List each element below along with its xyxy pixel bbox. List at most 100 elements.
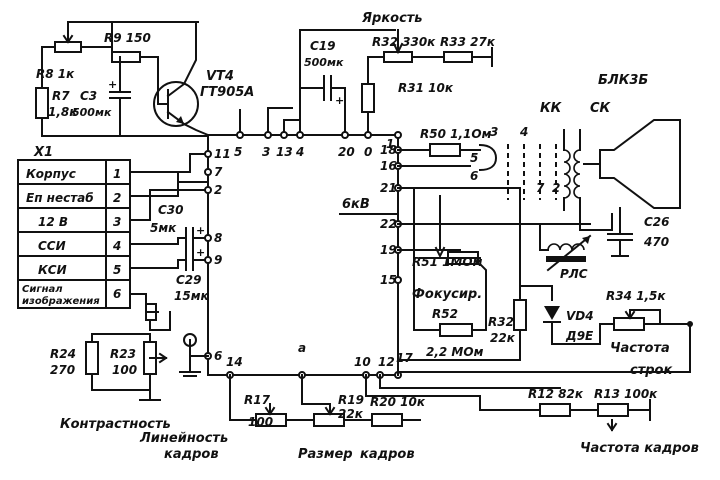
pin-label: 1 bbox=[386, 137, 394, 151]
board-left-pins: 11 7 2 + C30 5мк 8 + C29 15мк 9 6 bbox=[129, 147, 231, 363]
resistor-r12 bbox=[539, 403, 571, 417]
label-r51: R51 1МОм bbox=[412, 255, 483, 269]
label-r34: R34 1,5к bbox=[606, 289, 666, 303]
pin-label: 11 bbox=[214, 147, 231, 161]
resistor-r20 bbox=[371, 413, 403, 427]
pin-label: 6 bbox=[470, 169, 478, 183]
connector-row-label: КСИ bbox=[38, 263, 67, 277]
caption-brightness: Яркость bbox=[361, 11, 423, 26]
label-c29-value: 15мк bbox=[174, 289, 210, 303]
label-r9: R9 150 bbox=[104, 31, 151, 45]
power-stage: R8 1к R7 1,8к R9 150 + C3 500мк VT4 ГТ90… bbox=[35, 21, 254, 137]
pin-label: 21 bbox=[380, 181, 397, 195]
caption-focus: Фокусир. bbox=[412, 287, 482, 302]
board-top-pins: 5 3 13 4 20 0 1 bbox=[234, 131, 402, 159]
label-r52-value: 2,2 МОм bbox=[426, 345, 484, 359]
resistor-r33 bbox=[443, 51, 473, 63]
pin-label: 17 bbox=[396, 351, 413, 365]
label-c3-value: 500мк bbox=[72, 106, 112, 119]
caption-linearity: Линейность bbox=[139, 431, 228, 446]
label-c29: C29 bbox=[176, 273, 202, 287]
frame-controls: R17 100 R19 22к R20 10к R12 82к R13 100к… bbox=[139, 374, 699, 462]
caption-size-frames: кадров bbox=[360, 447, 415, 462]
resistor-r51 bbox=[447, 251, 479, 265]
focus-stage: R50 1,1Ом 3 5 6 R51 1МОм Фокусир. R52 2,… bbox=[397, 125, 693, 378]
label-r13: R13 100к bbox=[594, 387, 658, 401]
label-r19: R19 bbox=[338, 393, 364, 407]
label-c26: C26 bbox=[644, 215, 670, 229]
pin-label: 3 bbox=[490, 125, 498, 139]
label-r19-value: 22к bbox=[338, 407, 364, 421]
c30-plus: + bbox=[196, 224, 205, 237]
label-c19-value: 500мк bbox=[304, 56, 344, 69]
board-bottom-pins: 14 а 10 12 17 bbox=[226, 341, 413, 379]
c19-plus: + bbox=[335, 94, 344, 107]
pin-label: 22 bbox=[380, 217, 397, 231]
connector-row-label: 12 В bbox=[38, 215, 68, 229]
connector-row-label: Корпус bbox=[26, 167, 76, 181]
resistor-r24 bbox=[85, 341, 99, 375]
connector-pin-number: 5 bbox=[113, 263, 121, 277]
brightness-stage: Яркость + C19 500мк R32 330к R33 27к R31… bbox=[239, 11, 496, 136]
resistor-r7 bbox=[35, 87, 49, 119]
pin-label: 12 bbox=[378, 355, 395, 369]
board-right-pins: 18 16 21 22 19 15 6кВ bbox=[339, 143, 402, 287]
label-r17: R17 bbox=[244, 393, 271, 407]
label-r20: R20 10к bbox=[370, 395, 426, 409]
label-r8: R8 1к bbox=[36, 67, 75, 81]
label-vt4-type: ГТ905А bbox=[200, 85, 254, 100]
connector-row-label: изображения bbox=[22, 295, 100, 307]
connector-pin-number: 1 bbox=[113, 167, 121, 181]
label-r17-value: 100 bbox=[248, 415, 273, 429]
crt-tube bbox=[599, 119, 681, 209]
label-ck: СК bbox=[590, 101, 612, 116]
caption-line-frequency: Частота bbox=[610, 341, 670, 356]
caption-line-frequency-2: строк bbox=[630, 363, 673, 378]
resistor-r13 bbox=[597, 403, 629, 417]
label-r7: R7 bbox=[52, 89, 70, 103]
caption-contrast: Контрастность bbox=[60, 417, 171, 432]
caption-linearity-frames: кадров bbox=[164, 447, 219, 462]
connector-row-label: Eп нестаб bbox=[26, 191, 94, 205]
connector-pin-number: 4 bbox=[112, 239, 121, 253]
resistor-r9 bbox=[111, 51, 141, 63]
pin-label: а bbox=[298, 341, 306, 355]
label-r52: R52 bbox=[432, 307, 458, 321]
label-rls: РЛС bbox=[560, 267, 588, 281]
label-r31: R31 10к bbox=[398, 81, 454, 95]
connector-row-label: ССИ bbox=[38, 239, 66, 253]
resistor-r34 bbox=[613, 317, 645, 331]
board-outline bbox=[207, 134, 399, 376]
pin-label: 14 bbox=[226, 355, 243, 369]
pin-label: 10 bbox=[354, 355, 371, 369]
resistor-r32-bottom bbox=[513, 299, 527, 331]
label-vd4: VD4 bbox=[566, 309, 594, 323]
resistor-r31 bbox=[361, 83, 375, 113]
label-c3: C3 bbox=[80, 89, 97, 103]
label-kk: КК bbox=[540, 101, 563, 116]
label-r32-bottom: R32 bbox=[488, 315, 514, 329]
pin-label: 4 bbox=[519, 125, 528, 139]
caption-6kv: 6кВ bbox=[342, 197, 370, 212]
label-r7-value: 1,8к bbox=[48, 105, 78, 119]
label-c26-value: 470 bbox=[643, 235, 669, 249]
c29-plus: + bbox=[196, 246, 205, 259]
pin-label: 8 bbox=[214, 231, 222, 245]
pin-label: 5 bbox=[234, 145, 242, 159]
label-crt: БЛК3Б bbox=[598, 73, 648, 88]
pin-label: 18 bbox=[380, 143, 397, 157]
label-r24: R24 bbox=[50, 347, 76, 361]
connector-pin-number: 3 bbox=[113, 215, 121, 229]
label-r50: R50 1,1Ом bbox=[420, 127, 492, 141]
pin-label: 2 bbox=[214, 183, 222, 197]
pin-label: 2 bbox=[552, 181, 560, 195]
connector-x1: X1 Корпус Eп нестаб 12 В ССИ КСИ Сигнал … bbox=[17, 145, 131, 309]
pin-label: 20 bbox=[338, 145, 355, 159]
pin-label: 4 bbox=[295, 145, 304, 159]
pin-label: 0 bbox=[364, 145, 372, 159]
connector-pin-number: 2 bbox=[113, 191, 121, 205]
transistor-vt4 bbox=[153, 81, 199, 127]
label-r32-top: R32 330к bbox=[372, 35, 436, 49]
label-vd4-type: Д9Е bbox=[565, 329, 594, 343]
